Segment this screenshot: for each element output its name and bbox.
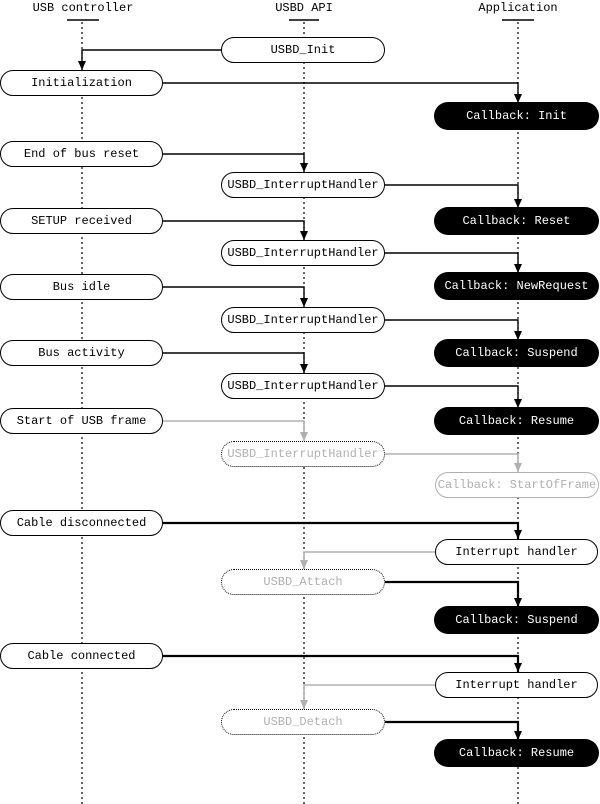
arrowhead [514,399,522,408]
connector-interrupthandler-to-usbddetach-ghost [303,684,435,709]
node-setup-received: SETUP received [0,208,163,234]
node-bus-activity: Bus activity [0,340,163,366]
arrowhead [514,331,522,340]
arrowhead [514,94,522,103]
arrowhead [300,298,308,307]
connector-handler-to-callback-resume [385,385,519,408]
node-cable-connected: Cable connected [0,643,163,669]
connector-handler-to-callback-reset [385,184,519,208]
arrowhead [514,598,522,607]
connector-startofframe-to-handler-ghost [163,420,305,441]
connector-usbdattach-to-callback-suspend [385,580,520,607]
arrowhead [300,560,308,569]
node-callback-resume-1: Callback: Resume [435,408,598,434]
node-usbd-init: USBD_Init [221,37,385,63]
connector-setupreceived-to-handler [163,220,305,240]
connector-endofbusreset-to-handler [163,153,305,172]
node-start-of-usb-frame: Start of USB frame [0,408,163,434]
node-callback-resume-2: Callback: Resume [435,740,598,766]
arrowhead [514,530,522,539]
arrowhead [514,264,522,273]
arrowhead [514,199,522,208]
connector-handler-to-callback-newrequest [385,252,519,273]
node-callback-suspend-1: Callback: Suspend [435,340,598,366]
column-header-application: Application [478,1,558,15]
arrowhead [514,663,522,672]
node-initialization: Initialization [0,70,163,96]
arrowhead [514,731,522,740]
connector-interrupthandler-to-usbdattach-ghost [303,551,435,569]
node-usbd-detach: USBD_Detach [221,709,385,735]
connector-initialization-to-callback-init [163,82,519,103]
connector-cableconnected-to-interrupthandler [163,654,520,672]
arrowhead [300,432,308,441]
node-usbd-interrupthandler-3: USBD_InterruptHandler [221,307,385,333]
node-usbd-interrupthandler-1: USBD_InterruptHandler [221,172,385,198]
connector-busidle-to-handler [163,286,305,307]
node-cable-disconnected: Cable disconnected [0,510,163,536]
connector-handler-to-callback-startofframe-ghost [385,453,519,472]
node-callback-init: Callback: Init [435,103,598,129]
node-callback-startofframe: Callback: StartOfFrame [435,472,599,498]
node-usbd-interrupthandler-2: USBD_InterruptHandler [221,240,385,266]
node-usbd-interrupthandler-ghost: USBD_InterruptHandler [221,441,385,467]
arrowhead [300,163,308,172]
arrowhead [514,463,522,472]
arrowhead [300,231,308,240]
node-callback-newrequest: Callback: NewRequest [435,273,598,299]
connector-usbdinit-to-initialization [81,49,221,70]
node-callback-reset: Callback: Reset [435,208,598,234]
node-interrupt-handler-1: Interrupt handler [435,539,598,565]
node-bus-idle: Bus idle [0,274,163,300]
arrowhead [300,700,308,709]
node-end-of-bus-reset: End of bus reset [0,141,163,167]
column-header-usbd-api: USBD API [275,1,333,15]
node-callback-suspend-2: Callback: Suspend [435,607,598,633]
connector-usbddetach-to-callback-resume [385,720,520,740]
connector-cabledisconnected-to-interrupthandler [163,521,520,539]
arrowhead [300,364,308,373]
column-header-usb-controller: USB controller [32,1,134,15]
connector-busactivity-to-handler [163,352,305,373]
arrowhead [78,61,86,70]
node-interrupt-handler-2: Interrupt handler [435,672,598,698]
node-usbd-interrupthandler-4: USBD_InterruptHandler [221,373,385,399]
connector-handler-to-callback-suspend [385,319,519,340]
node-usbd-attach: USBD_Attach [221,569,385,595]
